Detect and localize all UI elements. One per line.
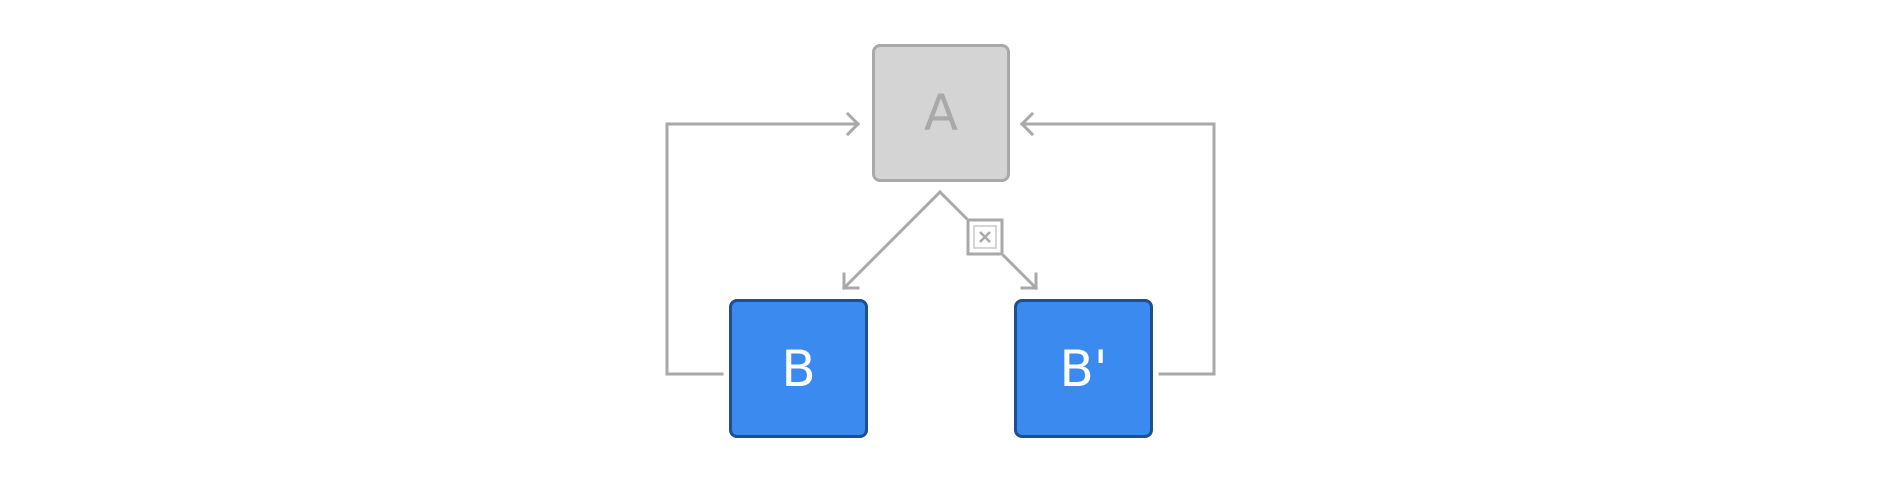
arrowhead-b-prime-to-a	[1019, 111, 1035, 137]
node-a-label: A	[923, 84, 959, 142]
arrowhead-a-to-b-prime	[1020, 272, 1038, 290]
edge-a-to-b-prime	[937, 189, 1039, 291]
node-b-prime[interactable]: B'	[1014, 299, 1153, 438]
node-a[interactable]: A	[872, 44, 1010, 182]
node-b[interactable]: B	[729, 299, 868, 438]
node-b-prime-label: B'	[1059, 339, 1108, 398]
edge-a-to-b	[841, 189, 943, 291]
arrowhead-a-to-b	[842, 272, 860, 290]
node-b-label: B	[781, 339, 816, 398]
edge-marker-icon	[966, 218, 1004, 256]
edge-b-to-a	[665, 122, 860, 376]
arrowhead-b-to-a	[845, 111, 861, 137]
edge-b-prime-to-a	[1020, 122, 1216, 376]
